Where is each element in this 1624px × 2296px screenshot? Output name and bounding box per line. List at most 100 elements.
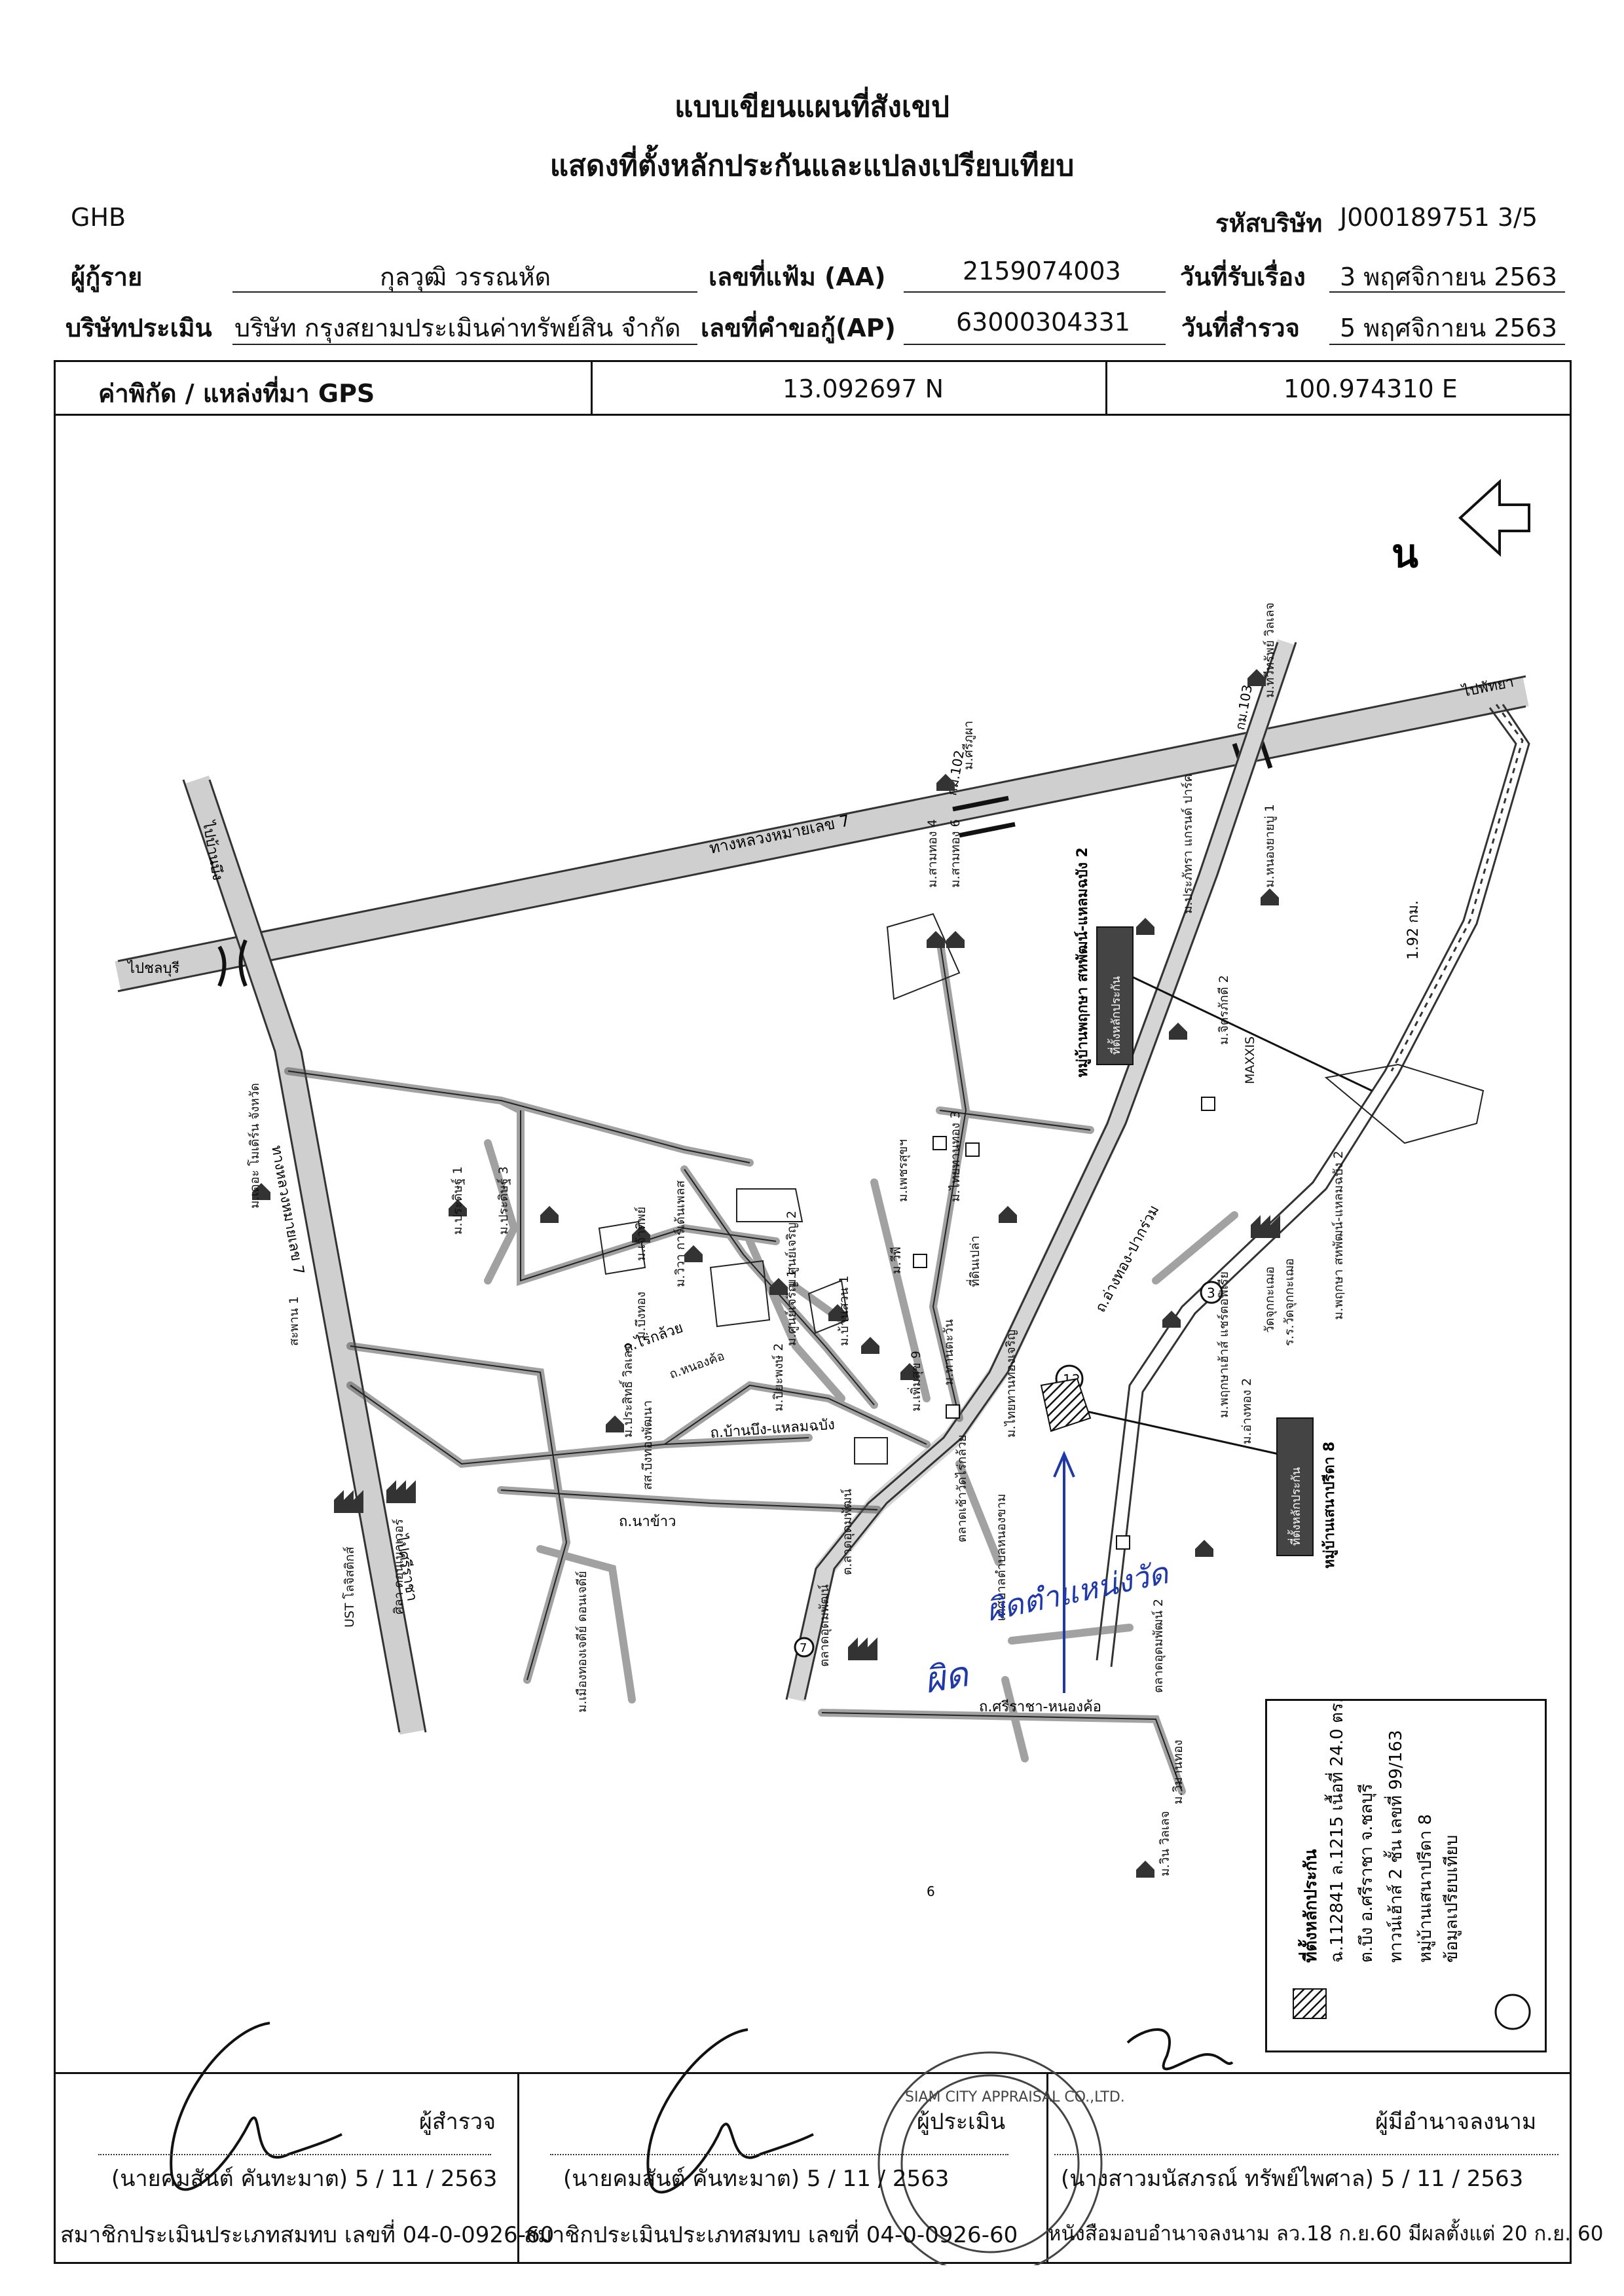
flyover-102 (952, 795, 1016, 838)
to-chonburi-label: ไปชลบุรี (126, 960, 179, 977)
road-6-label: ถ.นาข้าว (619, 1514, 676, 1530)
map-frame (54, 360, 1572, 2264)
appraiser-label: บริษัทประเมิน (65, 314, 212, 342)
svg-text:ม.วิวา การ์เด้นเพลส: ม.วิวา การ์เด้นเพลส (673, 1180, 688, 1287)
appraiser-member: สมาชิกประเมินประเภทสมทบ เลขที่ 04-0-0926… (524, 2222, 1018, 2248)
svg-text:วัดจุกกะเฌอ: วัดจุกกะเฌอ (1263, 1267, 1278, 1334)
bank-code: GHB (71, 203, 126, 232)
surveyor-name: (นายคมสันต์ คันทะมาต) 5 / 11 / 2563 (111, 2166, 498, 2192)
survey-date: 5 พฤศจิกายน 2563 (1340, 314, 1558, 342)
marker-7: 7 (794, 1637, 815, 1658)
estate-1-label: หมู่บ้านพฤกษา สหพัฒน์-แหลมฉบัง 2 (1074, 847, 1092, 1078)
form-subtitle: แสดงที่ตั้งหลักประกันและแปลงเปรียบเทียบ (549, 149, 1075, 183)
svg-text:ต.ลาดอุดมพัฒน์: ต.ลาดอุดมพัฒน์ (840, 1489, 855, 1575)
authorized-role: ผู้มีอำนาจลงนาม (1375, 2109, 1537, 2135)
legend-line6: ข้อมูลเปรียบเทียบ (1442, 1835, 1462, 1963)
svg-text:ม.เจ้าทิพย์: ม.เจ้าทิพย์ (634, 1207, 648, 1261)
svg-text:ม.สามทอง 6: ม.สามทอง 6 (948, 819, 963, 888)
svg-text:ม.วิน วิลเลจ: ม.วิน วิลเลจ (1158, 1811, 1172, 1876)
svg-text:ร.ร.วัดจุกกะเฌอ: ร.ร.วัดจุกกะเฌอ (1282, 1258, 1297, 1346)
house-icons (252, 669, 1279, 1878)
svg-text:ตลาดเช้าวัดไร่กล้วย: ตลาดเช้าวัดไร่กล้วย (955, 1434, 969, 1542)
svg-text:ม.ศรีภูผา: ม.ศรีภูผา (961, 721, 976, 770)
request-no-label: เลขที่คำขอกู้(AP) (701, 314, 896, 342)
authorized-note: หนังสือมอบอำนาจลงนาม ลว.18 ก.ย.60 มีผลตั… (1048, 2222, 1604, 2246)
road-3-label: ถ.ศรีราชา-หนองค้อ (979, 1699, 1101, 1715)
svg-text:ม.สามทอง 4: ม.สามทอง 4 (925, 819, 940, 888)
svg-text:ม.เพิ่มสุข 9: ม.เพิ่มสุข 9 (907, 1351, 924, 1412)
svg-text:ม.ทานตะวัน: ม.ทานตะวัน (942, 1319, 956, 1385)
svg-text:สส.บึงทองพัฒนา: สส.บึงทองพัฒนา (640, 1400, 655, 1490)
svg-text:ม.ไทยทานทองเจริญ: ม.ไทยทานทองเจริญ (1004, 1330, 1018, 1438)
legend-compare-swatch (1494, 1994, 1531, 2030)
request-no: 63000304331 (956, 308, 1130, 337)
page-mark: 6 (927, 1884, 935, 1899)
svg-text:สะพาน 1: สะพาน 1 (287, 1296, 301, 1346)
svg-text:ม.หนองยายบู่ 1: ม.หนองยายบู่ 1 (1263, 804, 1277, 888)
file-no-label: เลขที่แฟ้ม (AA) (709, 263, 886, 291)
svg-text:ถ.หนองค้อ: ถ.หนองค้อ (667, 1349, 726, 1382)
company-stamp-icon (877, 2051, 1103, 2265)
company-code: J000189751 3/5 (1340, 203, 1538, 232)
svg-text:ที่ดินเปล่า: ที่ดินเปล่า (966, 1235, 982, 1287)
svg-text:ม.วิมานทอง: ม.วิมานทอง (1171, 1740, 1185, 1804)
svg-text:ที่ตั้งหลักประกัน: ที่ตั้งหลักประกัน (1107, 976, 1123, 1055)
handwriting-1: ผิดตำแหน่งวัด (983, 1555, 1172, 1628)
legend-line4: ทาวน์เฮ้าส์ 2 ชั้น เลขที่ 99/163 (1383, 1730, 1406, 1963)
svg-text:ม.ศูนย์เจริญ 1: ม.ศูนย์เจริญ 1 (784, 1269, 799, 1346)
svg-text:ตลาดอุดมพัฒน์ 2: ตลาดอุดมพัฒน์ 2 (1151, 1599, 1166, 1693)
factory-icons (334, 1215, 1280, 1660)
collateral-tag-2: ที่ตั้งหลักประกัน (1276, 1417, 1314, 1556)
legend-line1: ที่ตั้งหลักประกัน (1297, 1849, 1321, 1963)
svg-text:ม.พฤกษาเฮ้าส์ แชร์ตอฟิเรีย: ม.พฤกษาเฮ้าส์ แชร์ตอฟิเรีย (1217, 1271, 1231, 1418)
borrower-label: ผู้กู้ราย (71, 263, 143, 291)
svg-text:ม.ไทยทานทอง 3: ม.ไทยทานทอง 3 (948, 1111, 963, 1202)
file-no: 2159074003 (963, 257, 1121, 285)
legend-collateral-swatch (1293, 1988, 1327, 2019)
appraiser-name: บริษัท กรุงสยามประเมินค่าทรัพย์สิน จำกัด (234, 314, 681, 342)
road-east (1096, 704, 1530, 1667)
legend: ที่ตั้งหลักประกัน ฉ.112841 ล.1215 เนื้อท… (1265, 1699, 1547, 2052)
svg-text:ม.ประสิทธิ์ วิลเลจ: ม.ประสิทธิ์ วิลเลจ (618, 1343, 635, 1438)
marker-3: 3 (1200, 1281, 1223, 1304)
svg-text:ม.ศูนย์เจริญ 2: ม.ศูนย์เจริญ 2 (784, 1211, 799, 1287)
marker-1-2: 1 2 (1040, 1364, 1092, 1432)
handwritten-annotation (1053, 1450, 1075, 1693)
svg-text:UST โลจิสติกส์: UST โลจิสติกส์ (342, 1546, 357, 1628)
km-label: 1.92 กม. (1405, 900, 1422, 960)
gps-longitude: 100.974310 E (1283, 374, 1458, 403)
svg-text:3: 3 (1207, 1285, 1215, 1301)
svg-text:ม.ประดิษฐ์ 3: ม.ประดิษฐ์ 3 (496, 1166, 511, 1235)
svg-text:ม.พฤกษา สหพัฒน์-แหลมฉบัง 2: ม.พฤกษา สหพัฒน์-แหลมฉบัง 2 (1331, 1151, 1346, 1320)
svg-text:ตลาดอุดมพัฒน์: ตลาดอุดมพัฒน์ (817, 1584, 832, 1667)
svg-text:เทศบาลตำบลหนองขาม: เทศบาลตำบลหนองขาม (994, 1493, 1008, 1621)
svg-text:ม.วีพี: ม.วีพี (889, 1247, 904, 1274)
svg-text:ม.จิตรภักดี 2: ม.จิตรภักดี 2 (1217, 975, 1231, 1045)
svg-text:ม.บ้านสวน 1: ม.บ้านสวน 1 (837, 1275, 851, 1346)
appraiser-role: ผู้ประเมิน (917, 2109, 1006, 2135)
location-map: น ทางหลวงหมายเลข 7 ไปพัทยา ไปชลบุรี ไปบ้… (115, 479, 1530, 1899)
road-network (284, 936, 1238, 1795)
estate-2-label: หมู่บ้านเสนาปรีดา 8 (1321, 1442, 1338, 1569)
gps-latitude: 13.092697 N (783, 374, 944, 403)
authorized-name: (นางสาวมนัสภรณ์ ทรัพย์ไพศาล) 5 / 11 / 25… (1061, 2166, 1524, 2192)
svg-text:MAXXIS: MAXXIS (1243, 1036, 1257, 1084)
legend-line3: ต.บึง อ.ศรีราชา จ.ชลบุรี (1357, 1783, 1376, 1963)
appraiser-name: (นายคมสันต์ คันทะมาต) 5 / 11 / 2563 (563, 2166, 950, 2192)
svg-text:ศิลา ดอนเนาเวอร์: ศิลา ดอนเนาเวอร์ (392, 1519, 406, 1614)
legend-line2: ฉ.112841 ล.1215 เนื้อที่ 24.0 ตร.ว. (1324, 1701, 1347, 1963)
svg-text:ม.เมืองทองเจดีย์ ดอนเจดีย์: ม.เมืองทองเจดีย์ ดอนเจดีย์ (575, 1571, 589, 1713)
svg-text:ม.ประภัทรา แกรนด์ ปาร์ค: ม.ประภัทรา แกรนด์ ปาร์ค (1181, 774, 1195, 914)
survey-label: วันที่สำรวจ (1181, 314, 1300, 342)
surveyor-role: ผู้สำรวจ (419, 2109, 496, 2135)
svg-text:ม.ประดิษฐ์ 1: ม.ประดิษฐ์ 1 (451, 1166, 465, 1235)
svg-text:ม.เพชรสุขฯ: ม.เพชรสุขฯ (896, 1139, 911, 1202)
signature-scribble-icon (170, 2022, 1234, 2194)
received-date: 3 พฤศจิกายน 2563 (1340, 263, 1558, 291)
svg-text:ม.อ่างทอง 2: ม.อ่างทอง 2 (1240, 1378, 1254, 1444)
company-code-label: รหัสบริษัท (1215, 209, 1323, 238)
highway-7 (115, 675, 1529, 993)
gps-label: ค่าพิกัด / แหล่งที่มา GPS (98, 379, 375, 408)
signatures: SIAM CITY APPRAISAL CO.,LTD. (170, 2022, 1234, 2265)
svg-text:ม.ทวีทรัพย์ วิลเลจ: ม.ทวีทรัพย์ วิลเลจ (1263, 602, 1277, 698)
